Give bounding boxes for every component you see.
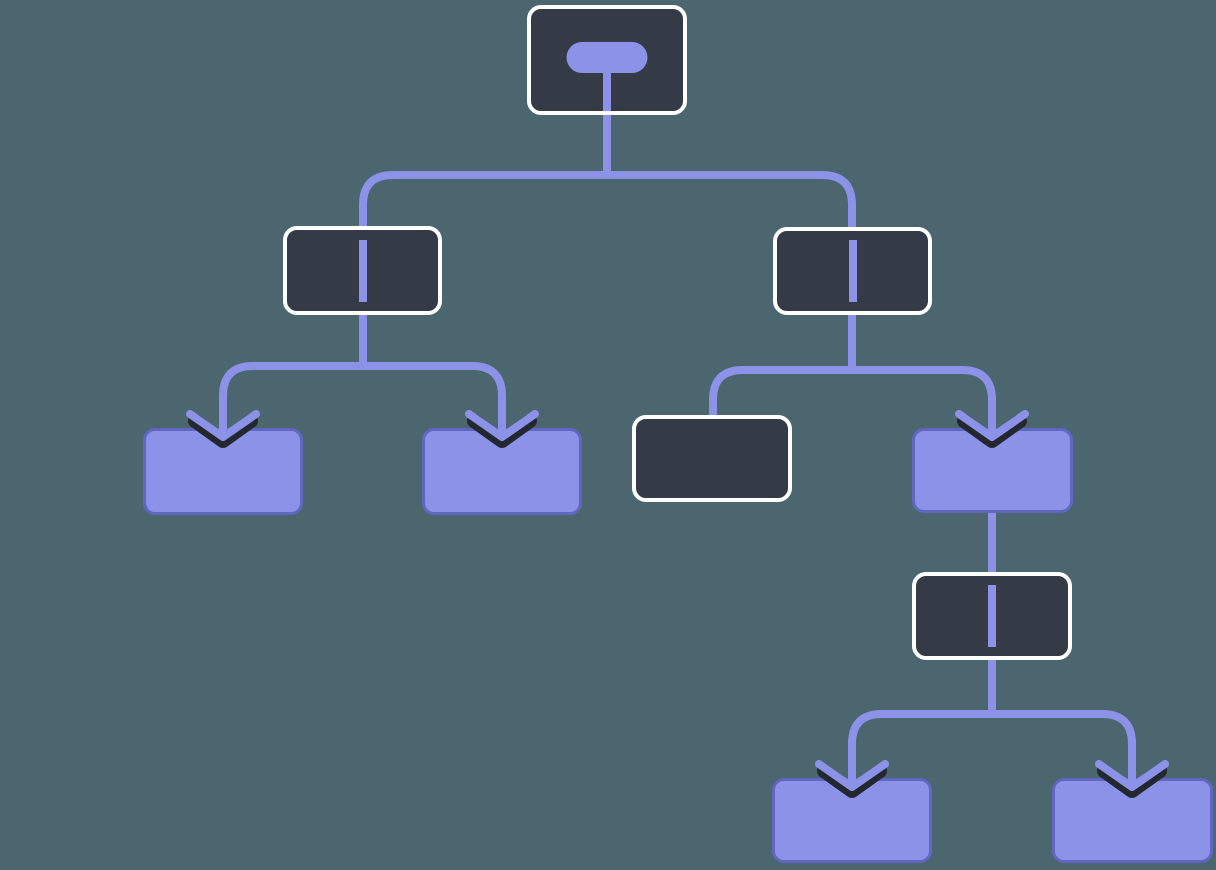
tree-node-leaf-3[interactable] xyxy=(912,428,1073,513)
node-divider-bar xyxy=(358,239,367,302)
tree-node-leaf-4[interactable] xyxy=(772,778,932,863)
root-pill-stem xyxy=(603,73,611,111)
tree-node-leaf-5[interactable] xyxy=(1052,778,1213,863)
node-divider-bar xyxy=(988,585,996,647)
tree-node-branch-right[interactable] xyxy=(773,227,932,315)
tree-node-leaf-1[interactable] xyxy=(143,428,303,515)
tree-node-branch-left[interactable] xyxy=(283,226,442,315)
node-divider-bar xyxy=(848,240,857,302)
root-pill xyxy=(566,42,648,73)
tree-node-plain-dark[interactable] xyxy=(632,415,792,502)
tree-node-leaf-2[interactable] xyxy=(422,428,582,515)
tree-node-branch-bottom[interactable] xyxy=(912,572,1072,660)
tree-node-root[interactable] xyxy=(527,5,687,115)
